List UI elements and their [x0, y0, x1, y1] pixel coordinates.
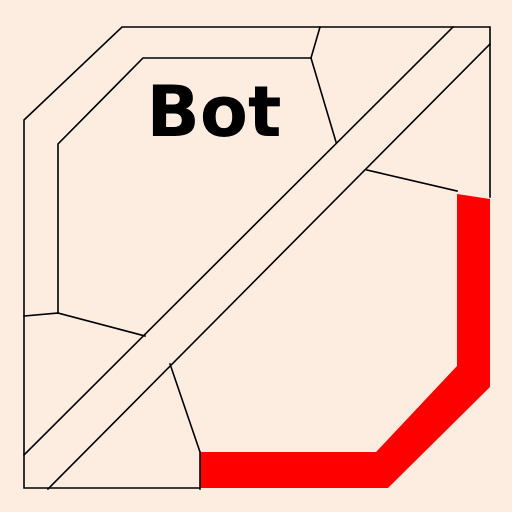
outer-frame-top-left	[23, 26, 491, 489]
partition-line	[366, 169, 458, 192]
partition-line	[168, 362, 202, 454]
partition-line	[310, 57, 337, 143]
partition-line	[23, 312, 59, 317]
diagonal-band-lower	[46, 42, 492, 491]
board-title: Bot	[147, 71, 282, 153]
partition-line	[57, 312, 146, 337]
claimed-path	[200, 194, 490, 488]
diagonal-band-upper	[22, 25, 455, 457]
inner-track	[57, 57, 312, 314]
partition-line	[310, 26, 321, 59]
